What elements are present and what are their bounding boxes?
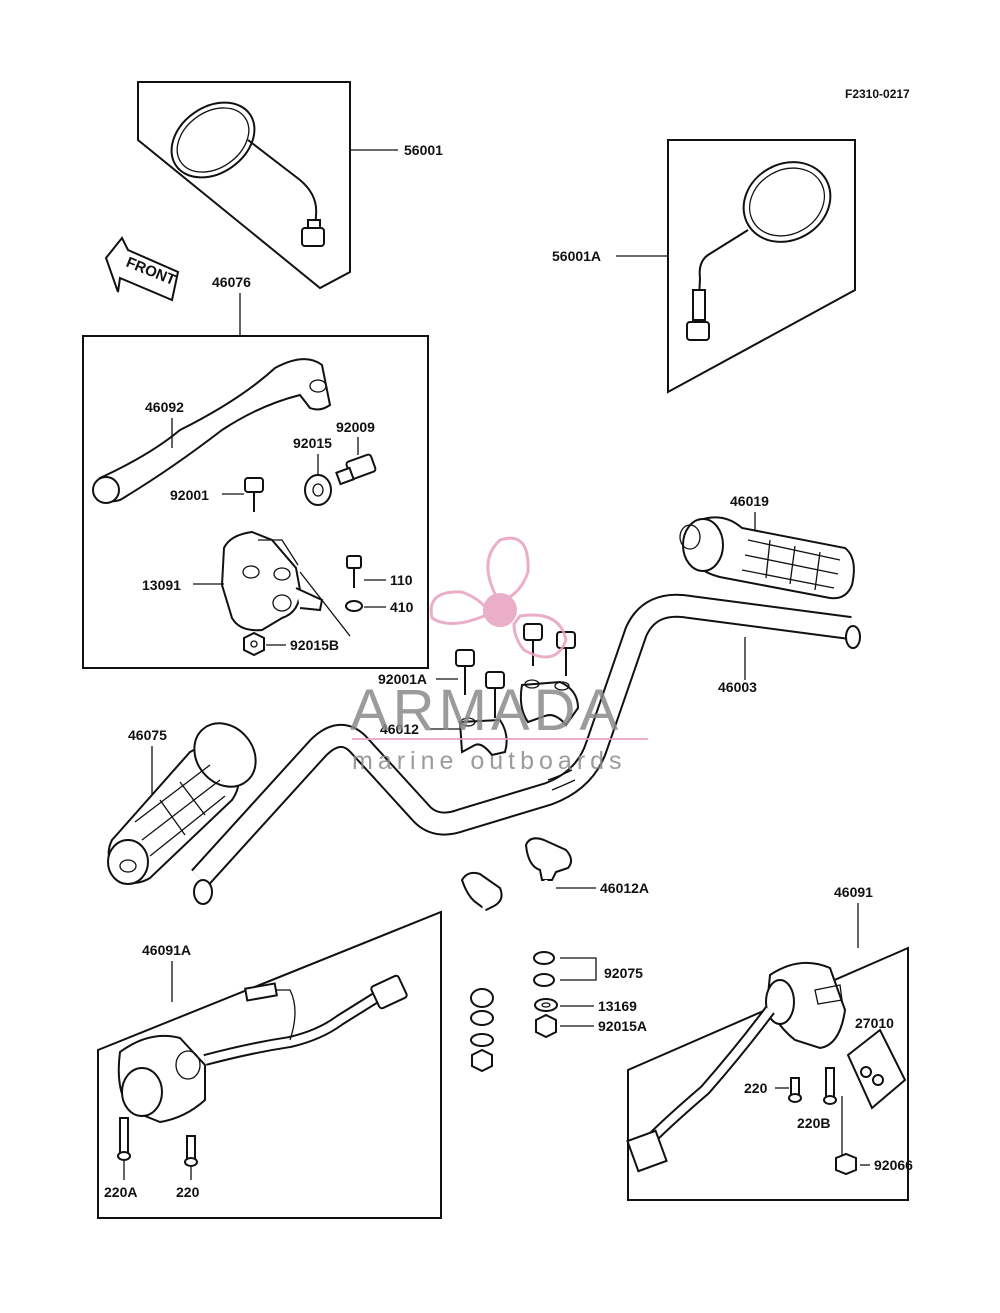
mirror-left-frame xyxy=(137,81,351,290)
label-13169: 13169 xyxy=(598,998,637,1014)
mirror-left-nut xyxy=(301,227,325,247)
label-56001A: 56001A xyxy=(552,248,601,264)
label-92015B: 92015B xyxy=(290,637,339,653)
mirror-right-group: 56001A xyxy=(552,139,856,394)
label-92015: 92015 xyxy=(293,435,332,451)
plate-27010 xyxy=(846,1028,907,1110)
mirror-right-stem xyxy=(698,229,749,301)
label-46091: 46091 xyxy=(834,884,873,900)
front-arrow-icon xyxy=(104,236,180,302)
handlebar-group: 46003 xyxy=(191,593,861,905)
mirror-left-group: 56001 xyxy=(137,81,443,290)
label-46003: 46003 xyxy=(718,679,757,695)
handlebar-46003 xyxy=(192,595,852,885)
washer-13169 xyxy=(534,998,558,1012)
nut-92015 xyxy=(304,474,332,506)
label-92015A: 92015A xyxy=(598,1018,647,1034)
lever-assembly-group: 46076 46092 92009 92015 92001 13091 xyxy=(82,274,429,669)
label-92001A: 92001A xyxy=(378,671,427,687)
mirror-left-stem xyxy=(247,139,318,237)
propeller-logo-icon xyxy=(429,536,568,659)
label-410: 410 xyxy=(390,599,414,615)
switch-left-group: 46091A 220A 220 xyxy=(97,910,442,1219)
grip-left-group: 46075 xyxy=(107,722,257,885)
label-46019: 46019 xyxy=(730,493,769,509)
label-27010: 27010 xyxy=(855,1015,894,1031)
mirror-right-glass xyxy=(742,161,832,243)
mirror-right-nut xyxy=(686,321,710,341)
damper-92075 xyxy=(533,951,555,965)
lever-46092 xyxy=(93,358,332,503)
holder-46012-right xyxy=(519,680,580,727)
bolt-110 xyxy=(346,555,362,569)
holder-46012A xyxy=(524,837,572,881)
grip-right-group: 46019 xyxy=(679,493,855,600)
label-220-right: 220 xyxy=(744,1080,768,1096)
holder-46012-left xyxy=(458,718,508,757)
nut-92015A xyxy=(535,1013,557,1039)
screw-220B xyxy=(825,1067,835,1099)
switch-right-group: 46091 27010 220 220B 92066 xyxy=(626,884,913,1201)
front-arrow: FRONT xyxy=(104,236,180,302)
label-220A: 220A xyxy=(104,1184,137,1200)
damper-left-stack xyxy=(470,988,494,1008)
holder-13091 xyxy=(220,530,302,632)
watermark: ARMADA marine outboards xyxy=(350,536,648,775)
label-92009: 92009 xyxy=(336,419,375,435)
lever-assembly-frame xyxy=(82,335,429,669)
label-46092: 46092 xyxy=(145,399,184,415)
drawing-code: F2310-0217 xyxy=(845,87,910,101)
mirror-right-frame xyxy=(667,139,856,394)
label-56001: 56001 xyxy=(404,142,443,158)
label-46076: 46076 xyxy=(212,274,251,290)
label-92066: 92066 xyxy=(874,1157,913,1173)
bolt-92001A xyxy=(455,623,576,718)
label-46091A: 46091A xyxy=(142,942,191,958)
nut-92066 xyxy=(835,1152,857,1176)
lower-holder-group: 46012A 92075 13169 92015A xyxy=(460,837,649,1073)
screw-220A xyxy=(119,1117,129,1155)
label-110: 110 xyxy=(390,572,413,588)
label-13091: 13091 xyxy=(142,577,181,593)
label-92001: 92001 xyxy=(170,487,209,503)
mirror-left-glass xyxy=(170,101,256,179)
washer-410 xyxy=(345,600,363,612)
label-92075: 92075 xyxy=(604,965,643,981)
switch-left-connector xyxy=(370,974,408,1010)
holder-46012A-left xyxy=(460,871,503,912)
switch-right-connector xyxy=(626,1129,668,1173)
nut-92015B xyxy=(243,631,265,657)
label-46012: 46012 xyxy=(380,721,419,737)
label-220B: 220B xyxy=(797,1115,830,1131)
switch-left-frame xyxy=(97,910,442,1219)
switch-left-lead xyxy=(244,982,278,1002)
screw-220-left xyxy=(186,1135,196,1161)
label-46075: 46075 xyxy=(128,727,167,743)
bolt-92001 xyxy=(244,477,264,493)
watermark-tagline: marine outboards xyxy=(352,747,627,775)
label-220-left: 220 xyxy=(176,1184,200,1200)
grip-46019 xyxy=(688,516,855,600)
label-46012A: 46012A xyxy=(600,880,649,896)
upper-holder-group: 92001A 46012 xyxy=(378,623,580,757)
watermark-brand: ARMADA xyxy=(350,678,622,743)
